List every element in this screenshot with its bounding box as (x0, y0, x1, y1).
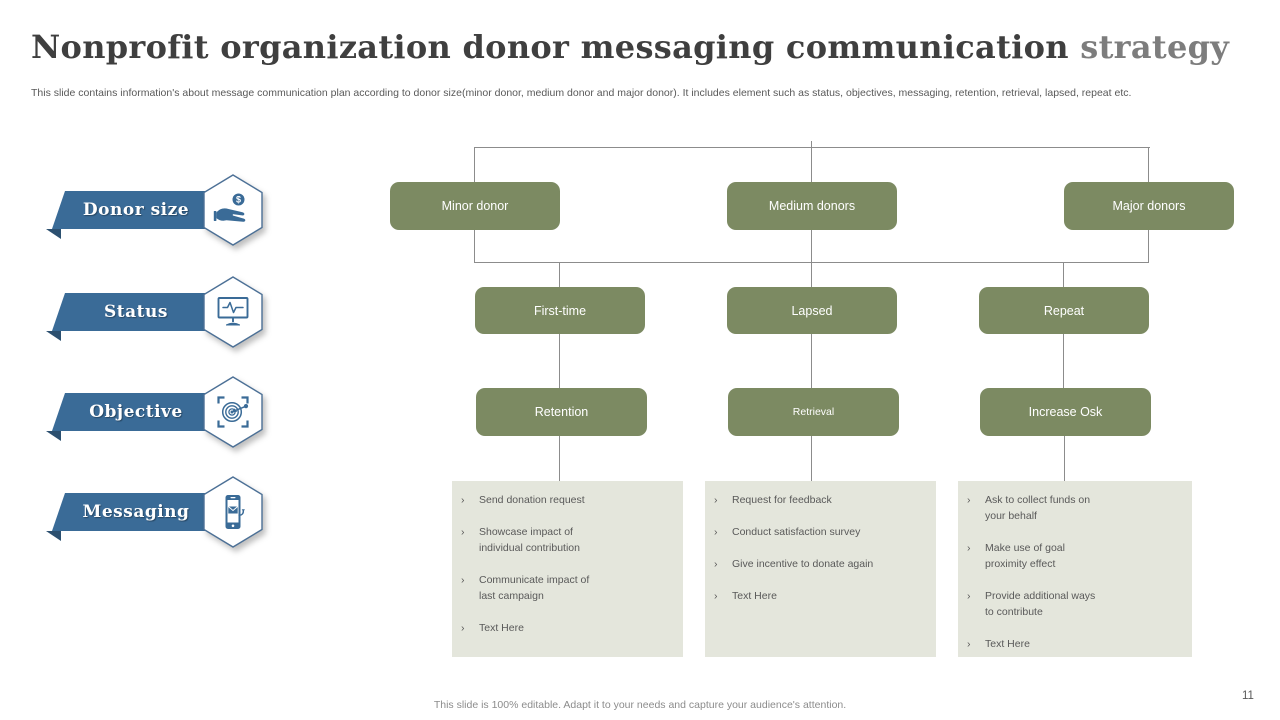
ribbon-banner: Messaging (52, 493, 210, 531)
legend-item-status: Status (46, 276, 268, 348)
connector-line (811, 147, 812, 182)
message-text: Text Here (479, 622, 524, 634)
target-arrow-icon (200, 376, 266, 448)
list-item: › Conduct satisfaction survey (714, 524, 930, 540)
chevron-bullet: › (967, 590, 971, 602)
chevron-bullet: › (967, 542, 971, 554)
legend-label: Objective (89, 402, 183, 422)
chevron-bullet: › (967, 494, 971, 506)
footer-note: This slide is 100% editable. Adapt it to… (433, 699, 847, 711)
messaging-list-col3: › Ask to collect funds on your behalf › Ma… (958, 481, 1192, 657)
list-item: › Text Here (967, 636, 1186, 652)
list-item: › Request for feedback (714, 492, 930, 508)
messaging-list-col2: › Request for feedback › Conduct satisfact… (705, 481, 936, 657)
ribbon-fold (46, 531, 61, 541)
list-item: › Text Here (461, 620, 677, 636)
connector-line (811, 334, 812, 388)
ribbon-fold (46, 331, 61, 341)
chevron-bullet: › (967, 638, 971, 650)
connector-line (1063, 262, 1064, 287)
connector-line (474, 147, 1150, 148)
page-title: Nonprofit organization donor messaging c… (31, 28, 1229, 66)
legend-item-objective: Objective (46, 376, 268, 448)
connector-line (811, 230, 812, 262)
ribbon-banner: Donor size (52, 191, 210, 229)
legend-label: Messaging (82, 502, 190, 522)
legend-label: Donor size (82, 200, 190, 220)
donor-size-box-col2: Medium donors (727, 182, 897, 230)
chevron-bullet: › (714, 526, 718, 538)
donor-size-box-col3: Major donors (1064, 182, 1234, 230)
connector-line (811, 141, 812, 147)
message-text: Communicate impact of last campaign (479, 574, 590, 602)
chevron-bullet: › (461, 526, 465, 538)
ribbon-fold (46, 229, 61, 239)
page-title-accent: strategy (1080, 28, 1230, 66)
message-text: Send donation request (479, 494, 585, 506)
status-box-col2: Lapsed (727, 287, 897, 334)
legend-item-messaging: Messaging (46, 476, 268, 548)
connector-line (559, 436, 560, 481)
chevron-bullet: › (714, 558, 718, 570)
objective-box-col3: Increase Osk (980, 388, 1151, 436)
message-text: Conduct satisfaction survey (732, 526, 861, 538)
messaging-list-col1: › Send donation request › Showcase impact … (452, 481, 683, 657)
list-item: › Make use of goal proximity effect (967, 540, 1186, 572)
list-item: › Communicate impact of last campaign (461, 572, 677, 604)
chevron-bullet: › (461, 622, 465, 634)
message-text: Provide additional ways to contribute (985, 590, 1096, 618)
list-item: › Provide additional ways to contribute (967, 588, 1186, 620)
message-text: Give incentive to donate again (732, 558, 874, 570)
dollar-hand-icon: $ (200, 174, 266, 246)
connector-line (474, 147, 475, 182)
list-item: › Send donation request (461, 492, 677, 508)
message-text: Request for feedback (732, 494, 832, 506)
list-item: › Text Here (714, 588, 930, 604)
slide-description: This slide contains information's about … (31, 87, 1132, 99)
svg-text:$: $ (236, 195, 241, 205)
donor-size-box-col1: Minor donor (390, 182, 560, 230)
connector-line (811, 436, 812, 481)
message-text: Make use of goal proximity effect (985, 542, 1065, 570)
connector-line (474, 230, 475, 262)
connector-line (1148, 147, 1149, 182)
page-title-main: Nonprofit organization donor messaging c… (31, 28, 1081, 66)
message-text: Text Here (985, 638, 1030, 650)
chevron-bullet: › (461, 574, 465, 586)
connector-line (1064, 436, 1065, 481)
objective-box-col2: Retrieval (728, 388, 899, 436)
legend-item-donor-size: Donor size $ (46, 174, 268, 246)
ribbon-banner: Status (52, 293, 210, 331)
status-box-col1: First-time (475, 287, 645, 334)
phone-mail-icon (200, 476, 266, 548)
status-box-col3: Repeat (979, 287, 1149, 334)
connector-line (559, 334, 560, 388)
message-text: Showcase impact of individual contributi… (479, 526, 580, 554)
monitor-pulse-icon (200, 276, 266, 348)
chevron-bullet: › (714, 590, 718, 602)
list-item: › Showcase impact of individual contribut… (461, 524, 677, 556)
connector-line (1148, 230, 1149, 262)
connector-line (559, 262, 560, 287)
chevron-bullet: › (714, 494, 718, 506)
list-item: › Ask to collect funds on your behalf (967, 492, 1186, 524)
connector-line (1063, 334, 1064, 388)
objective-box-col1: Retention (476, 388, 647, 436)
ribbon-fold (46, 431, 61, 441)
chevron-bullet: › (461, 494, 465, 506)
message-text: Text Here (732, 590, 777, 602)
page-number: 11 (1242, 690, 1254, 702)
list-item: › Give incentive to donate again (714, 556, 930, 572)
legend-label: Status (104, 302, 168, 322)
message-text: Ask to collect funds on your behalf (985, 494, 1091, 522)
ribbon-banner: Objective (52, 393, 210, 431)
connector-line (811, 262, 812, 287)
